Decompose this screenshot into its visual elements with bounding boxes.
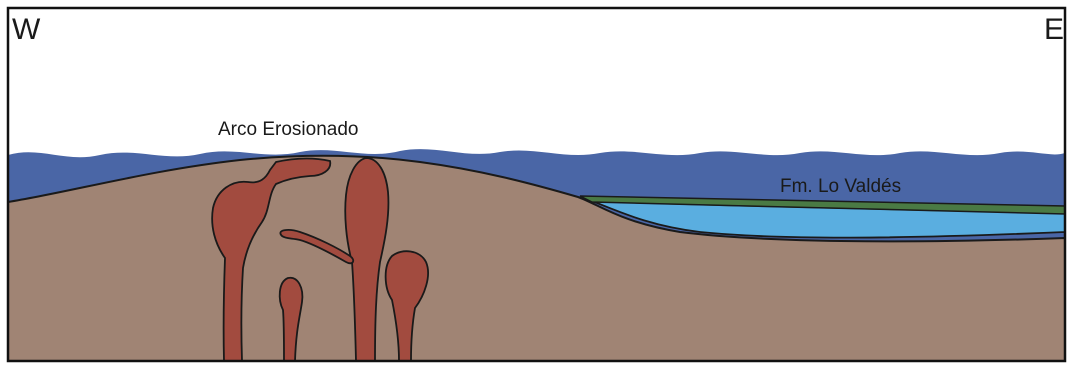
formation-label: Fm. Lo Valdés <box>780 176 901 197</box>
east-label: E <box>1044 13 1064 46</box>
west-label: W <box>12 13 41 46</box>
eroded-arc-label: Arco Erosionado <box>218 119 358 140</box>
